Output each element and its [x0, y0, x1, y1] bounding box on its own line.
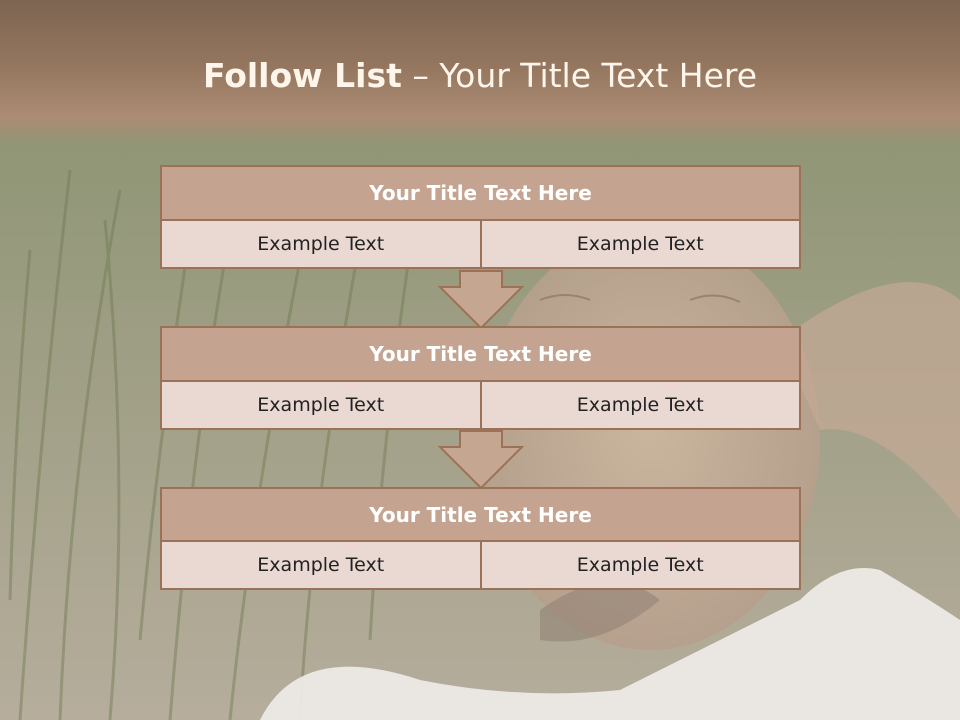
list-block-1: Your Title Text Here Example Text Exampl…	[160, 165, 801, 269]
title-bold: Follow List	[202, 56, 402, 95]
block-title: Your Title Text Here	[160, 487, 801, 542]
block-cell-right: Example Text	[479, 380, 801, 430]
block-cell-left: Example Text	[160, 540, 482, 590]
block-title: Your Title Text Here	[160, 326, 801, 382]
down-arrow-icon	[438, 430, 524, 490]
block-title: Your Title Text Here	[160, 165, 801, 221]
block-cell-right: Example Text	[479, 219, 801, 269]
title-rest: – Your Title Text Here	[401, 56, 758, 95]
list-block-3: Your Title Text Here Example Text Exampl…	[160, 487, 801, 590]
header-band	[0, 0, 960, 145]
block-row: Example Text Example Text	[160, 540, 801, 590]
block-row: Example Text Example Text	[160, 219, 801, 269]
block-cell-left: Example Text	[160, 219, 482, 269]
block-row: Example Text Example Text	[160, 380, 801, 430]
list-block-2: Your Title Text Here Example Text Exampl…	[160, 326, 801, 430]
block-cell-left: Example Text	[160, 380, 482, 430]
block-cell-right: Example Text	[479, 540, 801, 590]
slide-title: Follow List – Your Title Text Here	[0, 52, 960, 100]
down-arrow-icon	[438, 270, 524, 330]
